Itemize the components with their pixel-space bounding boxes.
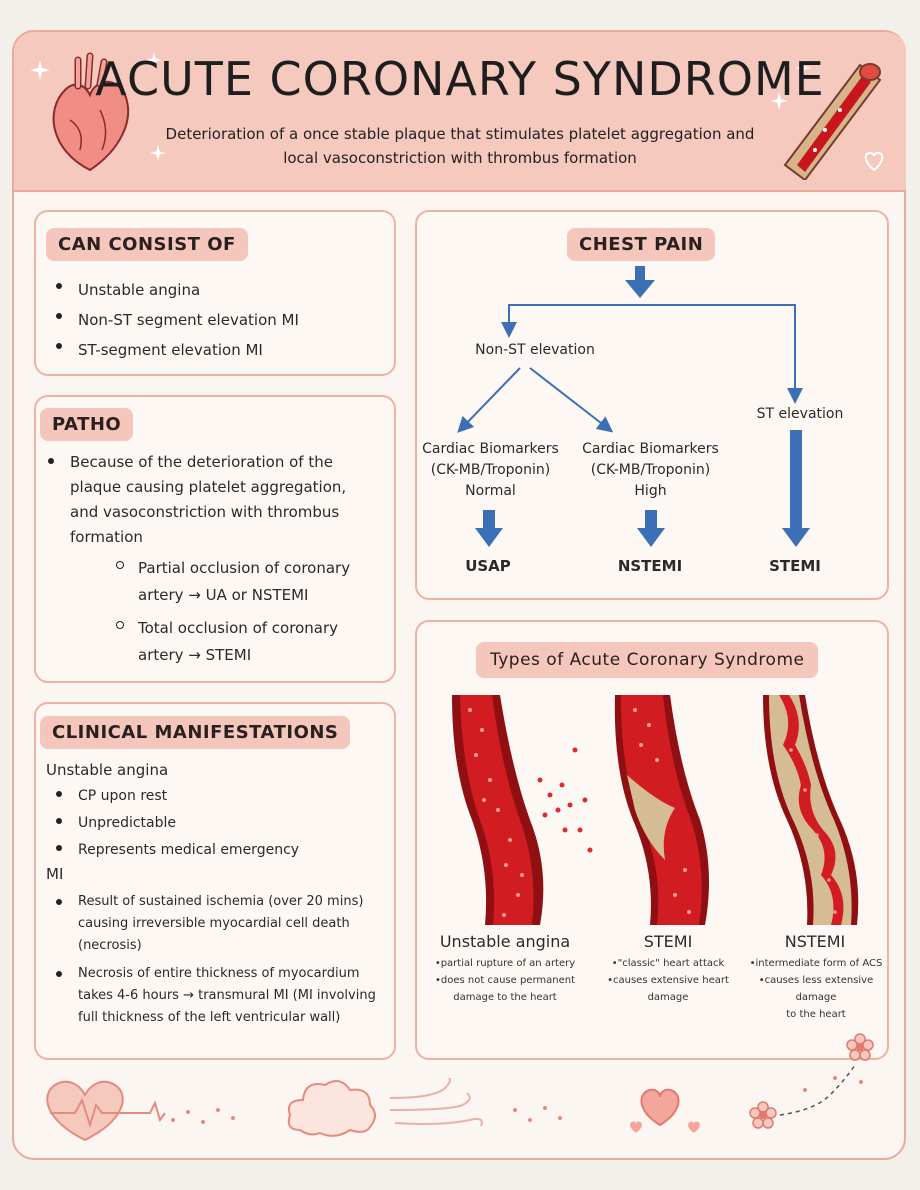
- clinical-list-mi: Result of sustained ischemia (over 20 mi…: [48, 891, 378, 1029]
- st-label: ST elevation: [756, 406, 844, 422]
- list-item: Unstable angina: [48, 275, 299, 305]
- heart-outline-icon: [864, 151, 884, 172]
- note-line: •does not cause permanent: [434, 975, 576, 986]
- biomarker-line: Normal: [465, 483, 516, 499]
- note-line: •causes extensive heart: [607, 975, 729, 986]
- sparkle-icon: [150, 145, 166, 161]
- type-nstemi-notes: •intermediate form of ACS •causes less e…: [742, 955, 890, 1023]
- list-item: Total occlusion of coronary artery → STE…: [108, 615, 368, 669]
- list-item: Partial occlusion of coronary artery → U…: [108, 555, 368, 609]
- type-ua-notes: •partial rupture of an artery •does not …: [425, 955, 585, 1006]
- note-line: damage to the heart: [453, 992, 557, 1003]
- clinical-list-ua: CP upon rest Unpredictable Represents me…: [48, 783, 299, 864]
- flower-icon: [846, 1033, 874, 1061]
- chest-pain-heading: CHEST PAIN: [567, 228, 716, 261]
- dashed-path-decoration: [779, 1064, 863, 1116]
- page-subtitle: Deterioration of a once stable plaque th…: [165, 125, 755, 167]
- patho-heading: PATHO: [40, 408, 134, 441]
- list-item: CP upon rest: [48, 783, 299, 810]
- header-banner: [14, 32, 906, 192]
- clinical-card: [34, 702, 396, 1060]
- heart-icon: [630, 1121, 642, 1133]
- type-nstemi-title: NSTEMI: [784, 932, 846, 951]
- artery-stemi-illustration: [614, 695, 709, 925]
- biomarker-line: (CK-MB/Troponin): [590, 462, 711, 478]
- heart-icon: [688, 1121, 700, 1133]
- list-item: Necrosis of entire thickness of myocardi…: [48, 963, 378, 1029]
- clinical-group-label: MI: [46, 865, 64, 883]
- note-line: •causes less extensive damage: [758, 975, 874, 1003]
- list-item: Unpredictable: [48, 810, 299, 837]
- sparkle-icon: [795, 60, 811, 76]
- biomarker-normal-label: Cardiac Biomarkers (CK-MB/Troponin) Norm…: [418, 439, 563, 502]
- artery-unstable-angina-illustration: [452, 695, 593, 925]
- artery-illustration: [783, 63, 882, 180]
- type-stemi-title: STEMI: [643, 932, 693, 951]
- types-heading: Types of Acute Coronary Syndrome: [476, 642, 819, 678]
- list-item: Represents medical emergency: [48, 837, 299, 864]
- note-line: damage: [647, 992, 689, 1003]
- note-line: •intermediate form of ACS: [749, 958, 883, 969]
- consist-heading: CAN CONSIST OF: [46, 228, 248, 261]
- heart-illustration: [52, 52, 130, 172]
- patho-list: Because of the deterioration of the plaq…: [40, 450, 370, 550]
- clinical-group-label: Unstable angina: [46, 761, 169, 779]
- list-item: Non-ST segment elevation MI: [48, 305, 299, 335]
- type-stemi-notes: •"classic" heart attack •causes extensiv…: [598, 955, 738, 1006]
- biomarker-line: (CK-MB/Troponin): [430, 462, 551, 478]
- sparkle-icon: [770, 92, 788, 110]
- patho-card: [34, 395, 396, 683]
- dots-decoration: [171, 1108, 235, 1124]
- outcome-stemi: STEMI: [769, 557, 821, 575]
- outcome-usap: USAP: [465, 557, 511, 575]
- biomarker-line: Cardiac Biomarkers: [582, 441, 719, 457]
- patho-sublist: Partial occlusion of coronary artery → U…: [108, 555, 368, 669]
- list-item: Result of sustained ischemia (over 20 mi…: [48, 891, 378, 957]
- cloud-icon: [287, 1080, 376, 1137]
- page-title: ACUTE CORONARY SYNDROME: [95, 52, 825, 106]
- biomarker-high-label: Cardiac Biomarkers (CK-MB/Troponin) High: [578, 439, 723, 502]
- note-line: •"classic" heart attack: [611, 958, 725, 969]
- outcome-nstemi: NSTEMI: [617, 557, 683, 575]
- list-item: Because of the deterioration of the plaq…: [40, 450, 370, 550]
- list-item: ST-segment elevation MI: [48, 335, 299, 365]
- sparkle-icon: [30, 60, 50, 80]
- flower-icon: [749, 1101, 777, 1129]
- wind-icon: [389, 1078, 483, 1127]
- note-line: to the heart: [786, 1009, 846, 1020]
- type-ua-title: Unstable angina: [439, 932, 571, 951]
- heartbeat-heart-icon: [46, 1080, 166, 1142]
- note-line: •partial rupture of an artery: [434, 958, 576, 969]
- clinical-heading: CLINICAL MANIFESTATIONS: [40, 716, 351, 749]
- artery-nstemi-illustration: [763, 695, 859, 925]
- biomarker-line: High: [634, 483, 667, 499]
- consist-list: Unstable angina Non-ST segment elevation…: [48, 275, 299, 365]
- sparkle-icon: [146, 52, 162, 68]
- non-st-label: Non-ST elevation: [475, 342, 595, 358]
- biomarker-line: Cardiac Biomarkers: [422, 441, 559, 457]
- heart-icon: [640, 1088, 680, 1127]
- dots-decoration: [513, 1106, 562, 1122]
- flowchart-arrows: [457, 266, 810, 547]
